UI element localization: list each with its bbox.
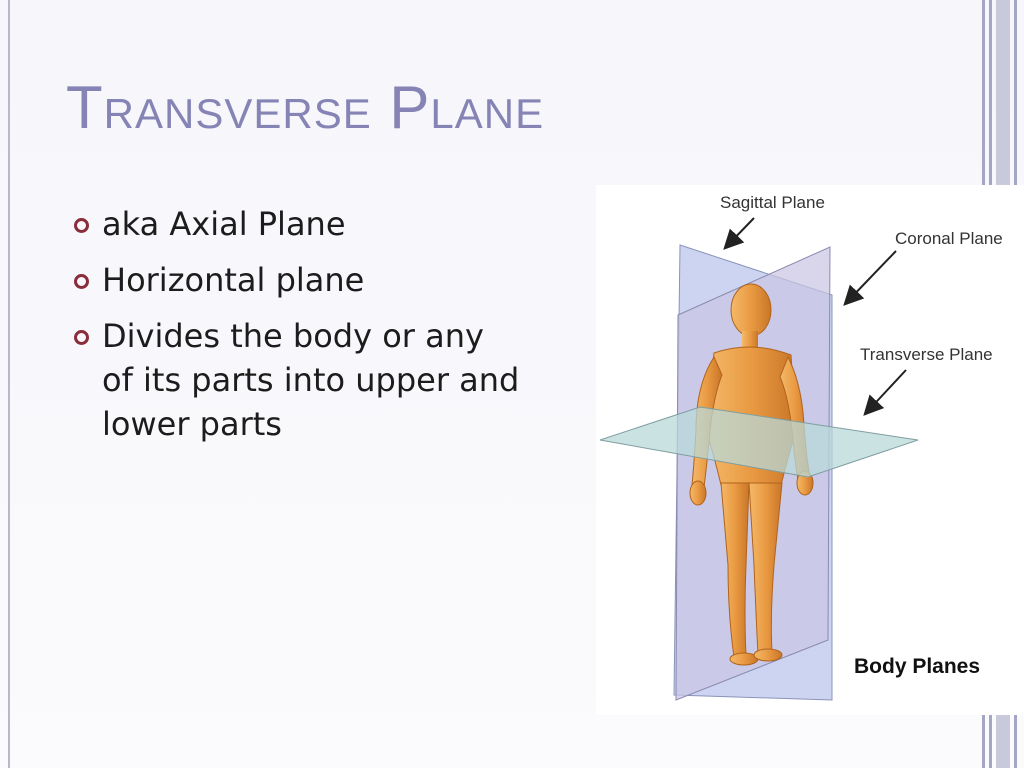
bullet-list: aka Axial Plane Horizontal plane Divides… xyxy=(70,202,520,458)
transverse-plane xyxy=(599,406,919,478)
bullet-text: aka Axial Plane xyxy=(102,205,346,243)
figure-caption: Body Planes xyxy=(854,655,981,678)
bullet-icon xyxy=(74,218,89,233)
bullet-item: aka Axial Plane xyxy=(70,202,520,246)
bullet-text: Horizontal plane xyxy=(102,261,365,299)
bullet-item: Horizontal plane xyxy=(70,258,520,302)
bullet-icon xyxy=(74,274,89,289)
arrow-icon xyxy=(863,369,907,416)
arrow-icon xyxy=(723,217,755,250)
label-sagittal: Sagittal Plane xyxy=(720,193,825,212)
arrow-icon xyxy=(843,250,897,306)
body-planes-illustration xyxy=(599,217,919,701)
bullet-icon xyxy=(74,330,89,345)
label-transverse: Transverse Plane xyxy=(860,345,993,364)
body-planes-figure: Sagittal Plane Coronal Plane Transverse … xyxy=(596,185,1024,715)
bullet-item: Divides the body or any of its parts int… xyxy=(70,314,520,446)
label-coronal: Coronal Plane xyxy=(895,229,1003,248)
left-border-line xyxy=(8,0,10,768)
bullet-text: Divides the body or any of its parts int… xyxy=(102,317,520,443)
slide-title: Transverse Plane xyxy=(66,74,545,141)
